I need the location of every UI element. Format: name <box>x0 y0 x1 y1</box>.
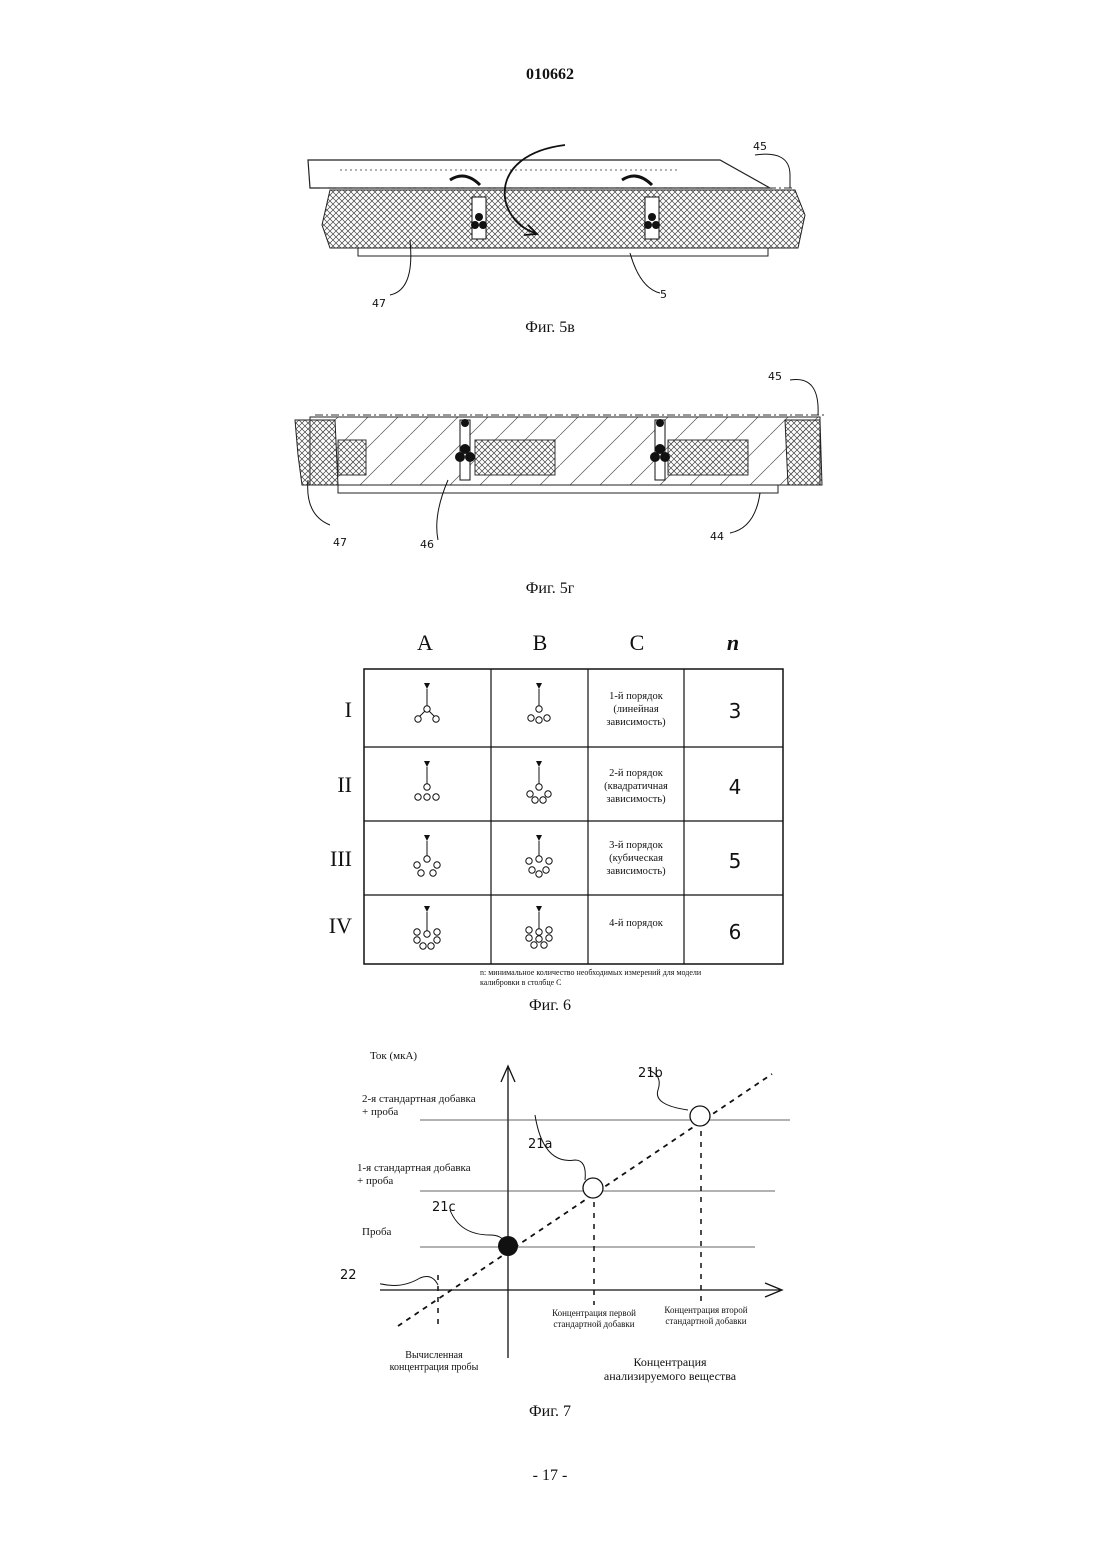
point-21b <box>690 1106 710 1126</box>
label-21c: 21c <box>432 1200 456 1215</box>
label-47: 47 <box>333 536 347 549</box>
concentration-first-label: Концентрация первойстандартной добавки <box>538 1308 650 1330</box>
x-axis-title: Концентрацияанализируемого вещества <box>580 1355 760 1383</box>
sensor-icon-row4-b <box>526 906 552 948</box>
n-value-3: 5 <box>687 849 783 873</box>
n-value-1: 3 <box>687 699 783 723</box>
document-number: 010662 <box>0 66 1100 84</box>
order-cell-3: 3-й порядок(кубическаязависимость) <box>590 839 682 878</box>
row-header-1: I <box>292 697 352 723</box>
sensor-icon-row1-b <box>528 683 550 723</box>
label-45: 45 <box>768 370 782 383</box>
order-cell-1: 1-й порядок(линейнаязависимость) <box>590 690 682 729</box>
sensor-icon-row3-a <box>414 835 440 876</box>
row-header-2: II <box>292 772 352 798</box>
label-45: 45 <box>753 140 767 153</box>
label-21a: 21a <box>528 1137 553 1152</box>
order-cell-2: 2-й порядок(квадратичнаязависимость) <box>590 767 682 806</box>
label-21b: 21b <box>638 1066 663 1081</box>
sensor-icon-row2-a <box>415 761 439 800</box>
n-value-4: 6 <box>687 920 783 944</box>
y-axis-title: Ток (мкА) <box>370 1050 417 1063</box>
figure-5v-caption: Фиг. 5в <box>0 319 1100 337</box>
label-47: 47 <box>372 297 386 310</box>
label-5: 5 <box>660 288 667 301</box>
point-21c <box>498 1236 518 1256</box>
column-header-a: A <box>395 630 455 656</box>
point-21a <box>583 1178 603 1198</box>
figure-5g-drawing <box>290 375 830 555</box>
sensor-icon-row2-b <box>527 761 551 803</box>
label-22: 22 <box>340 1268 357 1283</box>
sensor-icon-row3-b <box>526 835 552 877</box>
label-44: 44 <box>710 530 724 543</box>
level-2-label: 2-я стандартная добавка+ проба <box>362 1093 476 1119</box>
page-number: - 17 - <box>0 1467 1100 1485</box>
column-header-c: C <box>607 630 667 656</box>
label-46: 46 <box>420 538 434 551</box>
sensor-icon-row1-a <box>415 683 439 722</box>
level-1-label: 1-я стандартная добавка+ проба <box>357 1162 471 1188</box>
row-header-4: IV <box>292 913 352 939</box>
calculated-concentration-label: Вычисленнаяконцентрация пробы <box>378 1350 490 1374</box>
row-header-3: III <box>292 846 352 872</box>
sensor-icon-row4-a <box>414 906 440 949</box>
table-footnote: n: минимальное количество необходимых из… <box>480 968 701 988</box>
order-cell-4: 4-й порядок <box>590 917 682 930</box>
figure-6-caption: Фиг. 6 <box>0 997 1100 1015</box>
n-value-2: 4 <box>687 775 783 799</box>
figure-5v-drawing <box>300 135 810 315</box>
sample-level-label: Проба <box>362 1226 391 1239</box>
figure-5g-caption: Фиг. 5г <box>0 580 1100 598</box>
column-header-b: B <box>510 630 570 656</box>
column-header-n: n <box>703 630 763 656</box>
concentration-second-label: Концентрация второйстандартной добавки <box>650 1305 762 1327</box>
figure-7-caption: Фиг. 7 <box>0 1403 1100 1421</box>
